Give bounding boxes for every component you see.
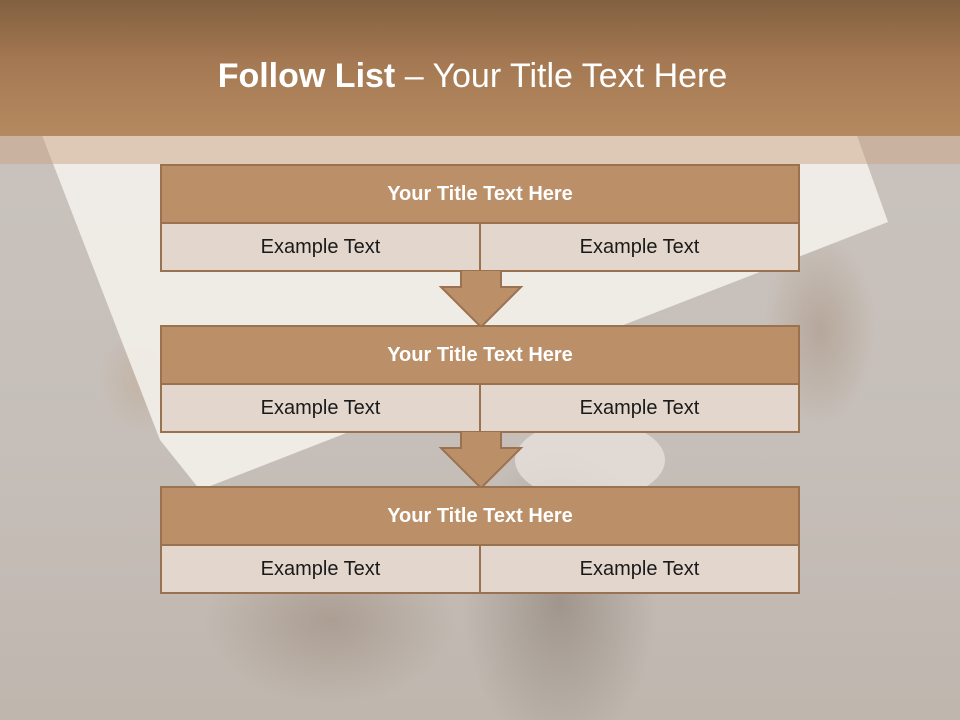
flow-block-2: Your Title Text Here Example Text Exampl… — [160, 325, 800, 433]
slide-title-rest: – Your Title Text Here — [404, 57, 728, 95]
flow-block-left-text: Example Text — [260, 557, 381, 580]
flow-block-right-text: Example Text — [479, 224, 798, 270]
slide-title: Follow List – Your Title Text Here — [0, 54, 945, 98]
flow-block-1: Your Title Text Here Example Text Exampl… — [160, 164, 800, 272]
flow-block-row: Example Text Example Text — [162, 383, 798, 431]
flow-block-title: Your Title Text Here — [387, 343, 573, 366]
slide-title-bold: Follow List — [217, 57, 396, 95]
flow-block-row: Example Text Example Text — [162, 544, 798, 592]
flow-block-left-text: Example Text — [260, 235, 381, 258]
header-band — [0, 0, 960, 136]
flow-block-3: Your Title Text Here Example Text Exampl… — [160, 486, 800, 594]
flow-block-left-text: Example Text — [260, 396, 381, 419]
header-strip — [0, 136, 960, 164]
flow-block-title: Your Title Text Here — [387, 182, 573, 205]
down-arrow-icon — [438, 431, 524, 490]
flow-block-row: Example Text Example Text — [162, 222, 798, 270]
flow-block-title: Your Title Text Here — [387, 504, 573, 527]
flow-block-right-text: Example Text — [479, 385, 798, 431]
down-arrow-icon — [438, 270, 524, 329]
flow-block-right-text: Example Text — [479, 546, 798, 592]
